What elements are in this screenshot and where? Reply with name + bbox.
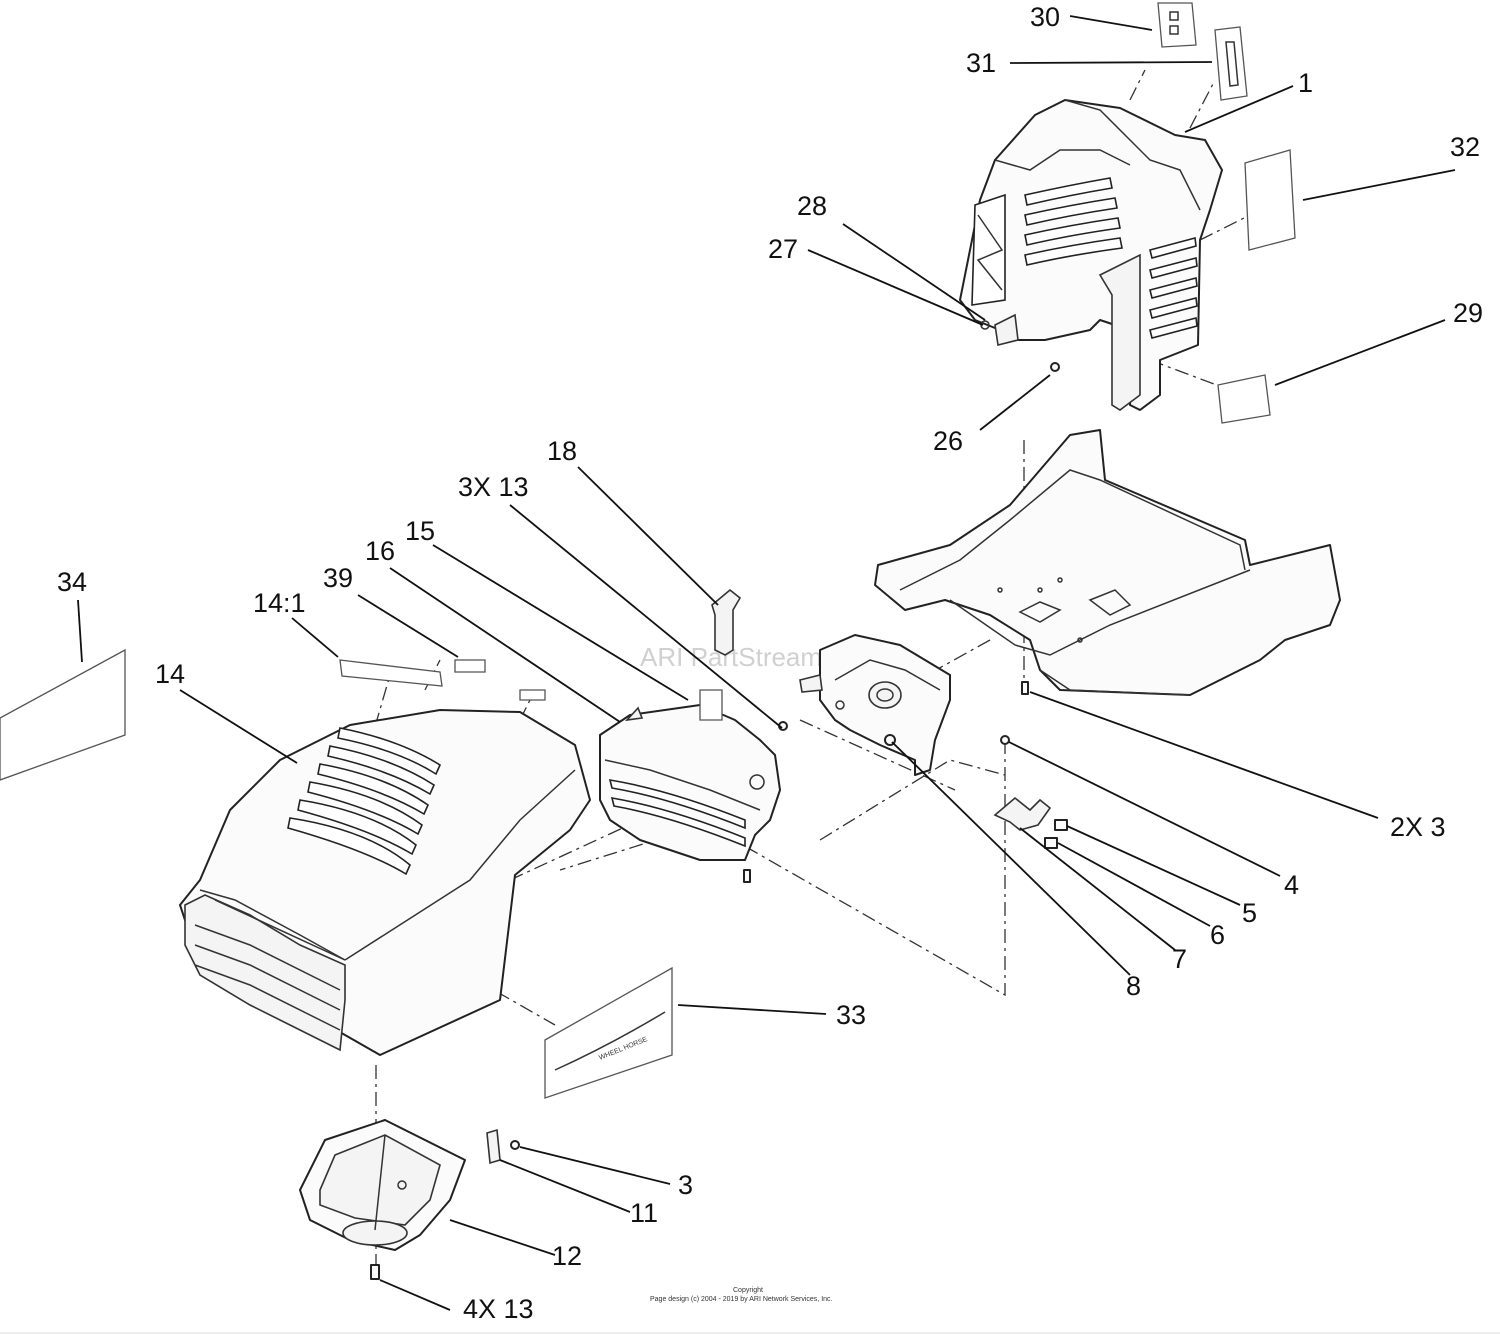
fender-part-1 xyxy=(959,99,1223,411)
decal-39b xyxy=(519,689,546,701)
bracket-7 xyxy=(993,796,1052,831)
callout-14-1: 14:1 xyxy=(253,588,306,618)
decal-15 xyxy=(699,689,723,721)
callout-28: 28 xyxy=(797,191,827,221)
fender-hinge-left xyxy=(994,313,1019,346)
callout-16: 16 xyxy=(365,536,395,566)
bracket-11 xyxy=(486,1128,501,1165)
decal-33: WHEEL HORSE xyxy=(544,966,673,1099)
bracket-18 xyxy=(711,588,742,656)
callout-18: 18 xyxy=(547,436,577,466)
callout-3x13-top: 3X 13 xyxy=(458,472,529,502)
callout-11: 11 xyxy=(630,1198,658,1228)
decal-39 xyxy=(454,659,486,673)
hardware xyxy=(743,681,1068,883)
callout-29: 29 xyxy=(1453,298,1483,328)
callout-12: 12 xyxy=(552,1241,582,1271)
screw-4x13 xyxy=(370,1264,380,1280)
tray-part-12 xyxy=(299,1119,466,1251)
callout-33: 33 xyxy=(836,1000,866,1030)
footrest-pan xyxy=(874,429,1341,696)
callout-39: 39 xyxy=(323,563,353,593)
screw-3 xyxy=(510,1140,520,1150)
callout-14: 14 xyxy=(155,659,185,689)
callout-34: 34 xyxy=(57,567,87,597)
bolt-5 xyxy=(1054,819,1068,831)
callout-5: 5 xyxy=(1242,898,1257,928)
callout-3: 3 xyxy=(678,1170,693,1200)
hood-part-14 xyxy=(179,709,591,1056)
bolt-6 xyxy=(1044,837,1058,849)
callout-7: 7 xyxy=(1172,944,1187,974)
decal-34 xyxy=(0,648,126,781)
washer-26 xyxy=(1050,362,1060,372)
callout-labels: 30 31 1 32 28 27 29 26 18 3X 13 15 16 39… xyxy=(57,2,1483,1324)
decal-14-1 xyxy=(339,659,443,687)
decal-32 xyxy=(1244,149,1296,251)
footer-copyright: Copyright xyxy=(733,1287,763,1294)
callout-27: 27 xyxy=(768,234,798,264)
fender-slots-inner xyxy=(1024,177,1123,266)
fender-louver-left xyxy=(971,193,1006,306)
callout-4: 4 xyxy=(1284,870,1299,900)
callout-26: 26 xyxy=(933,426,963,456)
fender-slots-right xyxy=(1149,236,1198,339)
callout-8: 8 xyxy=(1126,971,1141,1001)
decal-31 xyxy=(1214,26,1248,101)
leader-lines xyxy=(77,15,1456,1311)
decal-29 xyxy=(1217,374,1271,424)
callout-32: 32 xyxy=(1450,132,1480,162)
callout-15: 15 xyxy=(405,516,435,546)
console-part-16 xyxy=(599,704,781,861)
callout-6: 6 xyxy=(1210,920,1225,950)
callout-31: 31 xyxy=(966,48,996,78)
callout-4x13: 4X 13 xyxy=(463,1294,534,1324)
callout-2x3: 2X 3 xyxy=(1390,812,1446,842)
hood-louvers-top xyxy=(287,727,442,876)
footer-page-design: Page design (c) 2004 - 2019 by ARI Netwo… xyxy=(650,1296,833,1303)
fender-bracket xyxy=(1098,253,1141,411)
callout-1: 1 xyxy=(1298,68,1313,98)
callout-30: 30 xyxy=(1030,2,1060,32)
decal-30 xyxy=(1157,2,1197,48)
